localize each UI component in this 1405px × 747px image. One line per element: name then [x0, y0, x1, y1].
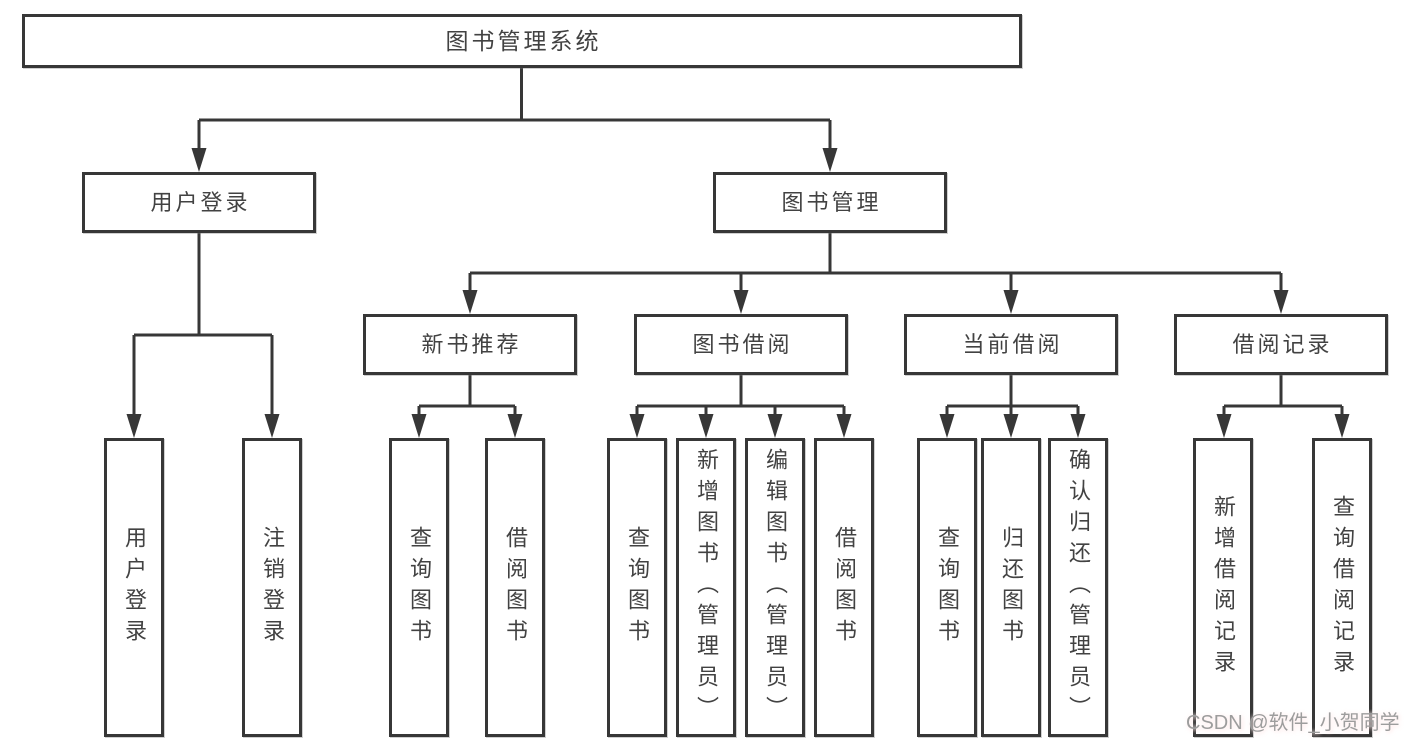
leaf-user-login: 用户登录 [104, 438, 164, 737]
leaf-label: 新增图书（管理员） [694, 448, 719, 727]
node-borrow-records: 借阅记录 [1174, 314, 1388, 375]
leaf-add-borrow-record: 新增借阅记录 [1193, 438, 1253, 737]
leaf-query-borrow-record: 查询借阅记录 [1312, 438, 1372, 737]
leaf-label: 用户登录 [122, 525, 147, 650]
node-new-book-recommend: 新书推荐 [363, 314, 577, 375]
leaf-label: 借阅图书 [503, 525, 528, 650]
arrowhead [939, 414, 955, 438]
arrowhead [836, 414, 852, 438]
leaf-label: 注销登录 [260, 525, 285, 650]
arrowhead [1003, 290, 1019, 314]
csdn-watermark: CSDN @软件_小贺同学 [1186, 712, 1400, 734]
arrowhead [767, 414, 783, 438]
leaf-query-book-recommend: 查询图书 [389, 438, 449, 737]
leaf-borrow-book: 借阅图书 [814, 438, 874, 737]
arrowhead [411, 414, 427, 438]
leaf-query-book-borrow: 查询图书 [607, 438, 667, 737]
leaf-label: 查询图书 [625, 525, 650, 650]
leaf-borrow-book-recommend: 借阅图书 [485, 438, 545, 737]
leaf-query-book-current: 查询图书 [917, 438, 977, 737]
leaf-label: 查询图书 [407, 525, 432, 650]
arrowhead [507, 414, 523, 438]
node-library-management-system: 图书管理系统 [22, 14, 1022, 68]
leaf-edit-book-admin: 编辑图书（管理员） [745, 438, 805, 737]
node-book-management: 图书管理 [713, 172, 947, 233]
arrowhead [462, 290, 478, 314]
arrowhead [264, 414, 280, 438]
leaf-label: 确认归还（管理员） [1066, 448, 1091, 727]
leaf-logout: 注销登录 [242, 438, 302, 737]
leaf-confirm-return-admin: 确认归还（管理员） [1048, 438, 1108, 737]
arrowhead [1334, 414, 1350, 438]
node-book-borrow: 图书借阅 [634, 314, 848, 375]
node-user-login: 用户登录 [82, 172, 316, 233]
leaf-label: 查询图书 [935, 525, 960, 650]
arrowhead [1273, 290, 1289, 314]
leaf-return-book: 归还图书 [981, 438, 1041, 737]
arrowhead [822, 148, 838, 172]
leaf-label: 编辑图书（管理员） [763, 448, 788, 727]
arrowhead [1070, 414, 1086, 438]
arrowhead [1216, 414, 1232, 438]
leaf-label: 新增借阅记录 [1211, 494, 1236, 681]
arrowhead [733, 290, 749, 314]
arrowhead [698, 414, 714, 438]
arrowhead [1003, 414, 1019, 438]
leaf-add-book-admin: 新增图书（管理员） [676, 438, 736, 737]
node-current-borrow: 当前借阅 [904, 314, 1118, 375]
arrowhead [126, 414, 142, 438]
leaf-label: 归还图书 [999, 525, 1024, 650]
leaf-label: 查询借阅记录 [1330, 494, 1355, 681]
arrowhead [191, 148, 207, 172]
arrowhead [629, 414, 645, 438]
leaf-label: 借阅图书 [832, 525, 857, 650]
